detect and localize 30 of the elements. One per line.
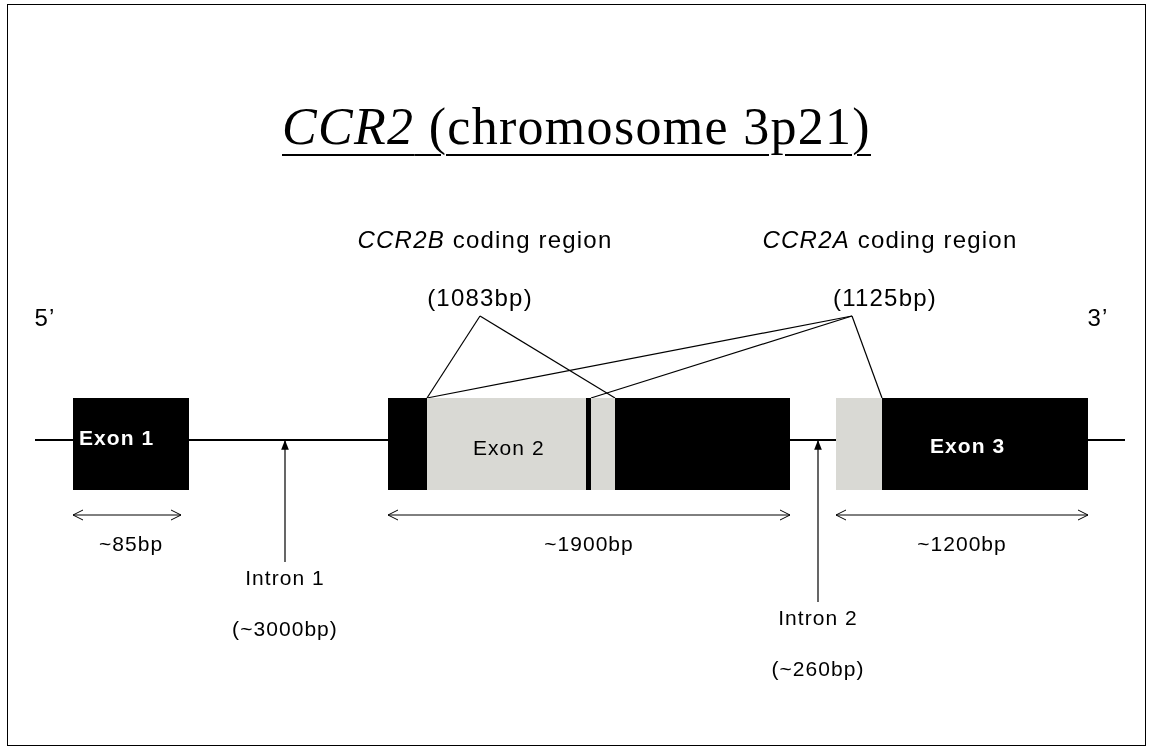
size-label: ~1900bp [543,531,635,557]
leader-line [426,315,481,399]
arrow [281,440,289,563]
exon-label: Exon 1 [79,425,155,451]
exon-box [388,398,790,490]
exon-box [73,398,189,490]
length-label: (~260bp) [771,655,865,682]
size-label: ~85bp [97,531,165,557]
strand-end-label: 3’ [1086,303,1110,333]
intron-label: Intron 1 [245,565,325,591]
coding-region-shading [591,398,615,490]
leader-line [590,315,853,399]
intron-label: Intron 2 [778,605,858,631]
region-label: CCR2B coding region [357,225,613,255]
title: CCR2 (chromosome 3p21) [281,97,872,157]
region-label: CCR2A coding region [762,225,1018,255]
length-label: (1125bp) [833,283,937,313]
length-label: (~3000bp) [232,615,338,642]
exon-label: Exon 3 [930,433,1006,459]
exon-box [836,398,1088,490]
leader-line [851,315,883,399]
intron-line [189,439,388,441]
coding-region-shading [427,398,586,490]
strand-end-label: 5’ [33,303,57,333]
size-label: ~1200bp [916,531,1008,557]
arrow [814,440,822,603]
leader-line [479,315,616,399]
length-label: (1083bp) [427,283,533,313]
exon-label: Exon 2 [473,435,545,461]
coding-region-shading [836,398,882,490]
